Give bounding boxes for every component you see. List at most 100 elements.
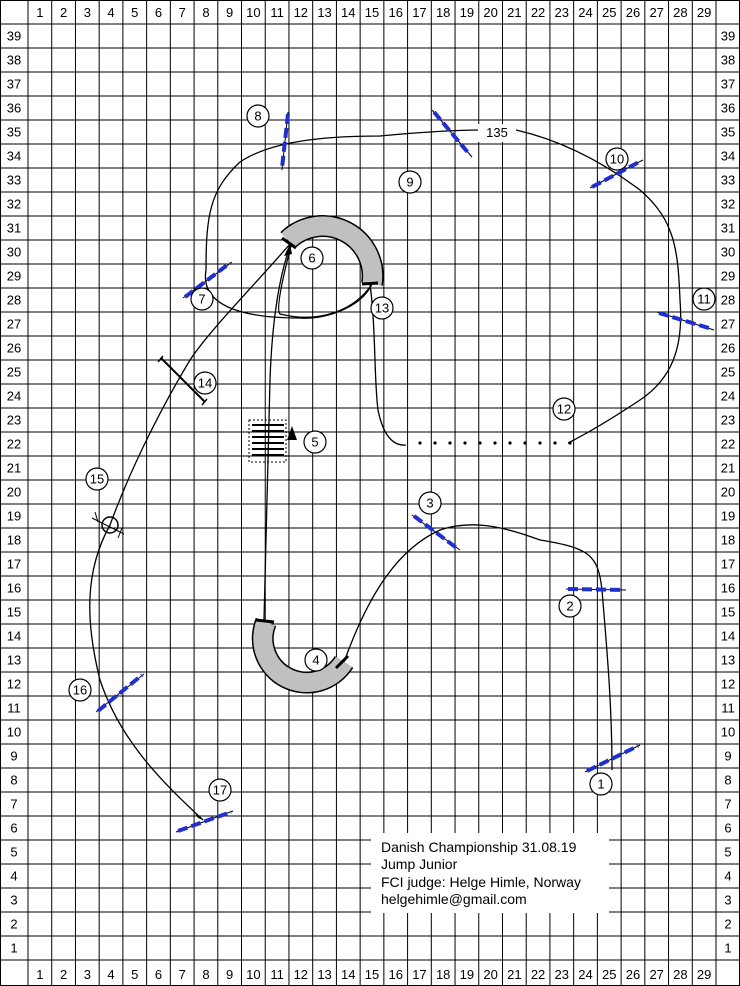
row-label-right: 17: [721, 557, 735, 572]
obstacle-number-10: 10: [605, 147, 629, 171]
col-label-bottom: 12: [294, 967, 308, 982]
row-label-left: 36: [7, 101, 21, 116]
info-box: Danish Championship 31.08.19 Jump Junior…: [371, 833, 609, 913]
row-label-left: 19: [7, 509, 21, 524]
col-label-top: 25: [602, 5, 616, 20]
obstacle-number-5: 5: [303, 430, 327, 454]
path-1-to-4: [343, 524, 613, 771]
obstacle-number-14: 14: [193, 371, 217, 395]
row-label-right: 18: [721, 533, 735, 548]
row-label-left: 10: [7, 725, 21, 740]
arrow-to-17-icon: [193, 810, 203, 820]
jump-1: [584, 744, 641, 773]
tunnel-4: [251, 617, 354, 694]
wall-14: [157, 355, 208, 406]
col-label-bottom: 4: [107, 967, 114, 982]
obstacle-number-text: 11: [697, 292, 711, 307]
obstacle-number-text: 1: [597, 777, 604, 792]
col-label-top: 20: [483, 5, 497, 20]
row-label-left: 25: [7, 365, 21, 380]
jump-11: [656, 311, 715, 331]
col-label-top: 11: [270, 5, 284, 20]
row-label-left: 31: [7, 221, 21, 236]
row-label-left: 12: [7, 677, 21, 692]
obstacle-number-text: 3: [426, 496, 433, 511]
obstacle-number-12: 12: [552, 397, 576, 421]
row-label-left: 24: [7, 389, 21, 404]
row-label-right: 39: [721, 29, 735, 44]
jump-17: [175, 810, 234, 833]
row-label-right: 1: [724, 941, 731, 956]
row-label-left: 29: [7, 269, 21, 284]
info-class: Jump Junior: [381, 856, 458, 872]
obstacle-number-text: 14: [198, 376, 212, 391]
row-label-right: 37: [721, 77, 735, 92]
col-label-bottom: 25: [602, 967, 616, 982]
col-label-top: 2: [60, 5, 67, 20]
obstacle-number-7: 7: [190, 287, 214, 311]
obstacle-number-text: 7: [198, 292, 205, 307]
tunnel-6: [280, 215, 384, 286]
col-label-top: 24: [578, 5, 592, 20]
col-label-bottom: 22: [531, 967, 545, 982]
col-label-bottom: 16: [388, 967, 402, 982]
col-label-bottom: 14: [341, 967, 355, 982]
obstacle-number-text: 12: [557, 402, 571, 417]
row-label-left: 23: [7, 413, 21, 428]
row-label-left: 33: [7, 173, 21, 188]
obstacle-number-2: 2: [558, 594, 582, 618]
col-label-bottom: 21: [507, 967, 521, 982]
row-label-right: 13: [721, 653, 735, 668]
row-label-right: 31: [721, 221, 735, 236]
row-label-left: 30: [7, 245, 21, 260]
row-label-left: 15: [7, 605, 21, 620]
col-label-bottom: 13: [317, 967, 331, 982]
obstacle-number-text: 5: [311, 435, 318, 450]
obstacle-number-text: 4: [312, 653, 319, 668]
jump-7: [182, 261, 233, 299]
col-label-top: 8: [202, 5, 209, 20]
col-label-bottom: 29: [697, 967, 711, 982]
col-label-bottom: 26: [626, 967, 640, 982]
row-label-left: 4: [10, 869, 17, 884]
col-label-top: 6: [155, 5, 162, 20]
col-label-bottom: 23: [555, 967, 569, 982]
obstacle-number-text: 17: [213, 783, 227, 798]
col-label-bottom: 5: [131, 967, 138, 982]
col-label-top: 19: [460, 5, 474, 20]
row-label-right: 8: [724, 773, 731, 788]
col-label-bottom: 15: [365, 967, 379, 982]
row-label-left: 18: [7, 533, 21, 548]
col-label-top: 21: [507, 5, 521, 20]
row-label-right: 30: [721, 245, 735, 260]
path-9-to-12: [515, 129, 682, 444]
col-label-top: 9: [226, 5, 233, 20]
axis-labels: 1122334455667788991010111112121313141415…: [7, 5, 735, 982]
obstacle-5-weave: [248, 419, 287, 463]
col-label-bottom: 9: [226, 967, 233, 982]
info-email: helgehimle@gmail.com: [381, 891, 527, 907]
jump-16: [95, 673, 145, 713]
obstacle-number-1: 1: [589, 772, 613, 796]
jump-9: [431, 109, 473, 158]
row-label-right: 20: [721, 485, 735, 500]
arrow-to-6-icon: [284, 244, 292, 256]
col-label-bottom: 2: [60, 967, 67, 982]
path-13-to-12-start: [369, 283, 407, 446]
row-label-right: 35: [721, 125, 735, 140]
path-14-to-17: [89, 243, 291, 821]
arrow-to-5-icon: [287, 426, 297, 440]
col-label-top: 7: [179, 5, 186, 20]
col-label-bottom: 6: [155, 967, 162, 982]
col-label-top: 27: [649, 5, 663, 20]
col-label-bottom: 19: [460, 967, 474, 982]
row-label-right: 11: [721, 701, 735, 716]
row-label-left: 26: [7, 341, 21, 356]
row-label-right: 14: [721, 629, 735, 644]
obstacle-number-text: 6: [308, 251, 315, 266]
row-label-right: 4: [724, 869, 731, 884]
row-label-left: 13: [7, 653, 21, 668]
row-label-left: 9: [10, 749, 17, 764]
col-label-top: 14: [341, 5, 355, 20]
